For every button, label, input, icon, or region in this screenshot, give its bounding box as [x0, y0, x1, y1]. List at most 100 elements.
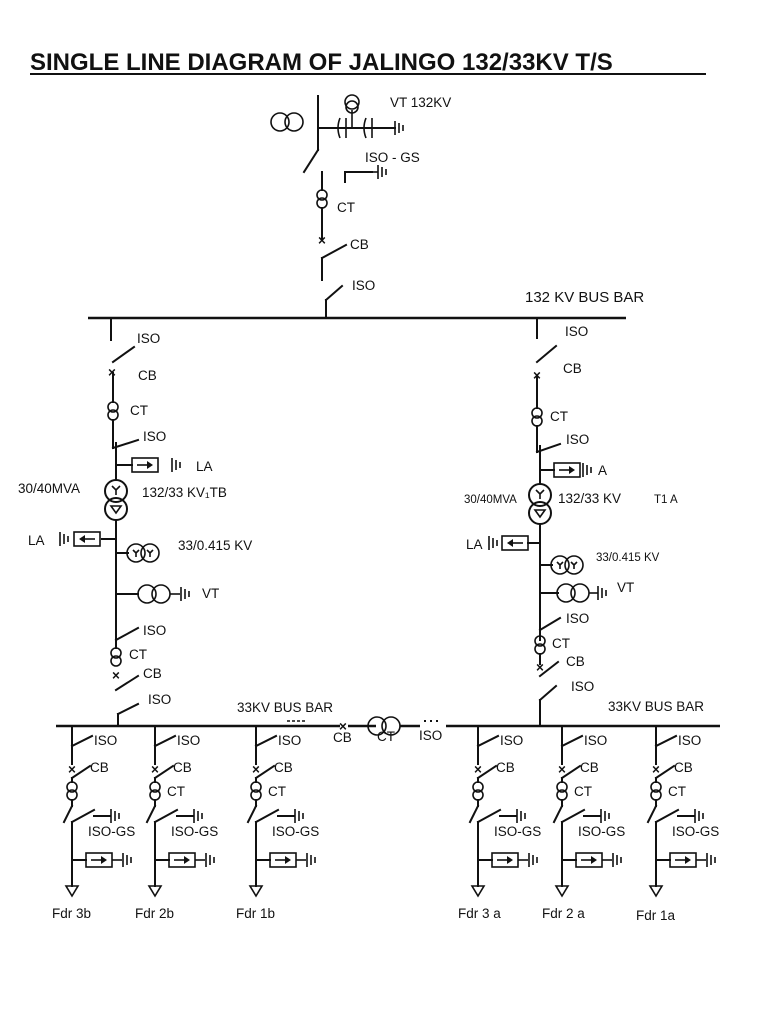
incomer-line-symbol-icon [270, 112, 304, 132]
cb-label: CB [350, 237, 369, 252]
right-cb2-label: CB [566, 654, 585, 669]
coupler-ct-label: CT [377, 729, 395, 744]
iso-switch-icon [560, 734, 584, 748]
feeder-iso-gs-label: ISO-GS [672, 824, 719, 839]
left-iso3-label: ISO [143, 623, 166, 638]
ground-icon [377, 164, 387, 180]
cb-switch-icon [70, 764, 92, 780]
feeder-ct-label: CT [574, 784, 592, 799]
ct-icon [650, 781, 662, 801]
cb-switch-icon [476, 764, 498, 780]
earth-switch-icon [476, 808, 502, 824]
left-la-left-icon [73, 531, 101, 547]
cb-switch-icon [153, 764, 175, 780]
right-iso-top-label: ISO [565, 324, 588, 339]
right-transformer-label: 132/33 KV [558, 491, 621, 506]
right-iso2-label: ISO [566, 432, 589, 447]
ground-icon [612, 852, 622, 868]
feeder-iso-gs-label: ISO-GS [578, 824, 625, 839]
right-la-top-icon [553, 462, 581, 478]
lightning-arrester-icon [269, 852, 297, 868]
page-title: SINGLE LINE DIAGRAM OF JALINGO 132/33KV … [30, 49, 613, 76]
feeder-cb-label: CB [580, 760, 599, 775]
cb-switch-icon [560, 764, 582, 780]
left-rating-label: 30/40MVA [18, 481, 80, 496]
earth-switch-icon [70, 808, 96, 824]
cb-cross-icon: × [252, 762, 260, 777]
bus-132-label: 132 KV BUS BAR [525, 289, 644, 306]
feeder-bay-5: ISO × CB CT ISO-GS Fdr 2 a [542, 725, 625, 921]
right-iso3-label: ISO [566, 611, 589, 626]
feeder-iso-label: ISO [500, 733, 523, 748]
iso-switch-icon [476, 734, 500, 748]
feeder-name-label: Fdr 3 a [458, 906, 501, 921]
right-la-left-icon [501, 535, 529, 551]
ground-icon [59, 531, 69, 547]
lightning-arrester-icon [669, 852, 697, 868]
right-transformer-bay: ISO × CB CT ISO A 30/40MVA 132/33 KV T1 … [464, 317, 678, 727]
ground-icon [528, 852, 538, 868]
left-ct-icon [107, 401, 119, 421]
feeder-ct-label: CT [268, 784, 286, 799]
cb-cross-icon: × [558, 762, 566, 777]
left-aux-label: 33/0.415 KV [178, 538, 252, 553]
right-tag-label: T1 A [654, 494, 678, 506]
coupler-cb-icon: × [339, 719, 347, 734]
left-iso-top-label: ISO [137, 331, 160, 346]
iso-switch-icon [153, 734, 177, 748]
svg-text:×: × [112, 668, 120, 683]
cb-cross-icon: × [151, 762, 159, 777]
right-iso4-label: ISO [571, 679, 594, 694]
right-la-top-label: A [598, 463, 607, 478]
svg-text:×: × [536, 660, 544, 675]
iso-switch-icon [324, 284, 344, 302]
iso-switch-icon [70, 734, 94, 748]
feeder-name-label: Fdr 2 a [542, 906, 585, 921]
lightning-arrester-icon [575, 852, 603, 868]
feeder-outlet-icon [65, 885, 79, 897]
feeder-outlet-icon [649, 885, 663, 897]
ground-icon [694, 808, 704, 824]
feeder-iso-label: ISO [584, 733, 607, 748]
ground-icon [294, 808, 304, 824]
right-ct2-label: CT [552, 636, 570, 651]
cb-switch-icon [654, 764, 676, 780]
right-vt-icon [556, 583, 590, 603]
left-transformer-label: 132/33 KV₁TB [142, 485, 227, 500]
feeder-cb-label: CB [274, 760, 293, 775]
left-power-transformer-icon [104, 479, 128, 521]
earth-switch-icon [560, 808, 586, 824]
ct-label: CT [337, 200, 355, 215]
feeder-outlet-icon [471, 885, 485, 897]
iso-label: ISO [352, 278, 375, 293]
iso-gs-label: ISO - GS [365, 150, 420, 165]
cb-switch-icon [254, 764, 276, 780]
earth-switch-icon [254, 808, 280, 824]
feeder-iso-gs-label: ISO-GS [494, 824, 541, 839]
feeder-iso-label: ISO [94, 733, 117, 748]
left-la-left-label: LA [28, 533, 45, 548]
coupler-iso-label: ISO [419, 728, 442, 743]
ct-icon [556, 781, 568, 801]
left-la-top-label: LA [196, 459, 213, 474]
lightning-arrester-icon [491, 852, 519, 868]
left-transformer-bay: ISO × CB CT ISO LA 30/40MVA 132/33 KV₁TB… [18, 317, 252, 727]
lightning-arrester-icon [168, 852, 196, 868]
ground-icon [193, 808, 203, 824]
ground-icon [516, 808, 526, 824]
ground-icon [171, 457, 181, 473]
feeder-cb-label: CB [496, 760, 515, 775]
vt-132-icon [344, 94, 360, 110]
right-rating-label: 30/40MVA [464, 494, 517, 506]
ground-icon [205, 852, 215, 868]
right-cb-label: CB [563, 361, 582, 376]
earth-switch-icon [654, 808, 680, 824]
lightning-arrester-icon [85, 852, 113, 868]
feeder-cb-label: CB [173, 760, 192, 775]
left-iso2-label: ISO [143, 429, 166, 444]
feeder-name-label: Fdr 2b [135, 906, 174, 921]
earth-switch-icon [153, 808, 179, 824]
